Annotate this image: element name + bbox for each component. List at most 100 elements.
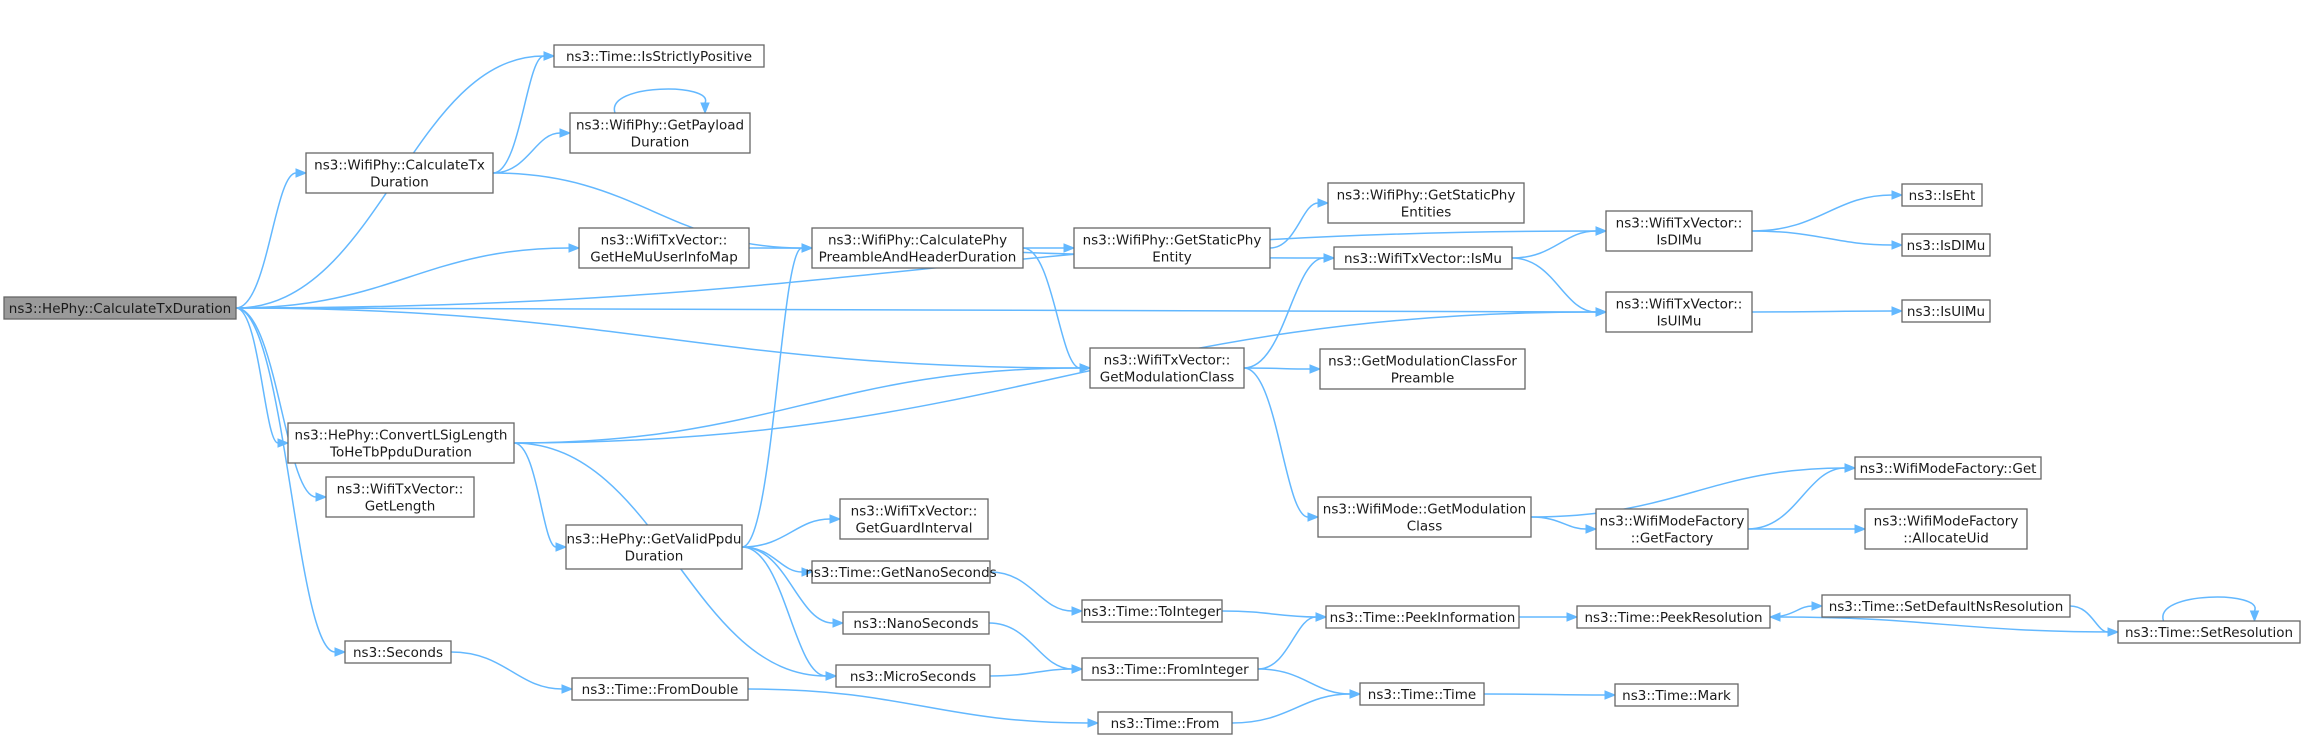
- node-label-line: GetModulationClass: [1100, 370, 1235, 386]
- node-get-guard[interactable]: ns3::WifiTxVector::GetGuardInterval: [839, 498, 989, 540]
- node-label-line: ns3::Time::IsStrictlyPositive: [566, 49, 752, 65]
- node-is-ul-mu[interactable]: ns3::IsUlMu: [1901, 299, 1991, 323]
- node-is-dl-mu-vec[interactable]: ns3::WifiTxVector::IsDlMu: [1605, 210, 1753, 252]
- node-box: [1317, 496, 1532, 538]
- node-is-strictly-positive[interactable]: ns3::Time::IsStrictlyPositive: [553, 44, 765, 68]
- edge-line: [741, 247, 803, 548]
- edge-arrowhead: [295, 168, 308, 178]
- node-box: [1319, 348, 1526, 390]
- edge-line: [1243, 367, 1309, 518]
- node-factory-alloc[interactable]: ns3::WifiModeFactory::AllocateUid: [1864, 508, 2028, 550]
- node-peek-info[interactable]: ns3::Time::PeekInformation: [1325, 605, 1520, 629]
- node-box: [1614, 683, 1739, 707]
- node-peek-res[interactable]: ns3::Time::PeekResolution: [1576, 605, 1771, 629]
- edge-line: [492, 172, 803, 249]
- node-is-ul-mu-vec[interactable]: ns3::WifiTxVector::IsUlMu: [1605, 291, 1753, 333]
- node-get-length[interactable]: ns3::WifiTxVector::GetLength: [325, 476, 475, 518]
- node-label-line: ns3::WifiTxVector::: [851, 504, 978, 520]
- node-box: [842, 611, 990, 635]
- edge-to-integer-to-peek-info: [1221, 610, 1328, 622]
- node-label-line: Duration: [625, 549, 684, 565]
- node-box: [1821, 594, 2071, 618]
- node-set-default-ns[interactable]: ns3::Time::SetDefaultNsResolution: [1821, 594, 2071, 618]
- node-microseconds[interactable]: ns3::MicroSeconds: [835, 664, 991, 688]
- node-label-line: IsUlMu: [1657, 314, 1702, 330]
- node-box: [3, 296, 237, 320]
- edge-calc-tx-he-to-calc-tx-wifi: [235, 168, 308, 309]
- node-calc-tx-he[interactable]: ns3::HePhy::CalculateTxDuration: [3, 296, 237, 320]
- edge-line: [235, 230, 1597, 309]
- edge-arrowhead: [1071, 664, 1084, 674]
- edge-mode-get-mod-class-to-factory-getfactory: [1530, 516, 1598, 534]
- node-is-mu[interactable]: ns3::WifiTxVector::IsMu: [1333, 246, 1513, 270]
- node-time-mark[interactable]: ns3::Time::Mark: [1614, 683, 1739, 707]
- edge-line: [513, 442, 557, 548]
- node-factory-get[interactable]: ns3::WifiModeFactory::Get: [1854, 456, 2042, 480]
- node-label-line: ::AllocateUid: [1903, 531, 1989, 547]
- edge-line: [1751, 310, 1893, 313]
- edge-get-valid-ppdu-to-get-nanoseconds: [741, 546, 814, 577]
- node-from-integer[interactable]: ns3::Time::FromInteger: [1081, 657, 1259, 681]
- edge-line: [513, 311, 1597, 444]
- node-label-line: ns3::MicroSeconds: [850, 669, 976, 685]
- node-label-line: ns3::HePhy::GetValidPpdu: [567, 532, 742, 548]
- node-nanoseconds[interactable]: ns3::NanoSeconds: [842, 611, 990, 635]
- node-label-line: ns3::IsUlMu: [1907, 304, 1985, 320]
- node-from-double[interactable]: ns3::Time::FromDouble: [571, 677, 749, 701]
- edge-is-mu-to-is-dl-mu-vec: [1511, 226, 1608, 259]
- node-box: [569, 112, 751, 154]
- edge-get-valid-ppdu-to-get-guard: [741, 514, 842, 548]
- edge-line: [235, 307, 279, 444]
- node-seconds[interactable]: ns3::Seconds: [344, 640, 452, 664]
- node-box: [1901, 299, 1991, 323]
- node-label-line: ns3::Time::FromInteger: [1091, 662, 1249, 678]
- node-label-line: PreambleAndHeaderDuration: [819, 250, 1017, 266]
- node-time-time[interactable]: ns3::Time::Time: [1359, 682, 1485, 706]
- node-time-from[interactable]: ns3::Time::From: [1097, 711, 1233, 735]
- node-box: [835, 664, 991, 688]
- node-get-nanoseconds[interactable]: ns3::Time::GetNanoSeconds: [805, 560, 997, 584]
- node-box: [1327, 182, 1525, 224]
- edge-line: [1530, 467, 1846, 518]
- edge-line: [235, 172, 297, 309]
- node-factory-getfactory[interactable]: ns3::WifiModeFactory::GetFactory: [1595, 508, 1749, 550]
- edge-factory-getfactory-to-factory-get: [1747, 463, 1857, 530]
- node-mode-get-mod-class[interactable]: ns3::WifiMode::GetModulationClass: [1317, 496, 1532, 538]
- node-get-mod-class[interactable]: ns3::WifiTxVector::GetModulationClass: [1089, 347, 1245, 389]
- node-is-dl-mu[interactable]: ns3::IsDlMu: [1901, 233, 1991, 257]
- node-label-line: ns3::Time::PeekResolution: [1584, 610, 1762, 626]
- node-convert-lsig[interactable]: ns3::HePhy::ConvertLSigLengthToHeTbPpduD…: [287, 422, 515, 464]
- edge-is-dl-mu-vec-to-is-dl-mu: [1751, 230, 1904, 250]
- node-set-res[interactable]: ns3::Time::SetResolution: [2117, 620, 2301, 644]
- node-is-eht[interactable]: ns3::IsEht: [1901, 183, 1983, 207]
- edge-line: [741, 518, 831, 548]
- node-box: [1097, 711, 1233, 735]
- node-label-line: ns3::GetModulationClassFor: [1328, 354, 1517, 370]
- edge-arrowhead: [555, 542, 568, 552]
- edge-line: [235, 307, 1597, 313]
- node-label-line: GetGuardInterval: [856, 521, 973, 537]
- edge-arrowhead: [1811, 601, 1824, 611]
- edge-get-mod-class-to-get-mod-class-pre: [1243, 364, 1322, 374]
- edge-line: [613, 88, 707, 114]
- node-calc-tx-wifi[interactable]: ns3::WifiPhy::CalculateTxDuration: [305, 152, 494, 194]
- node-label-line: ns3::Time::GetNanoSeconds: [805, 565, 996, 581]
- edge-from-double-to-time-from: [747, 688, 1100, 728]
- node-box: [1333, 246, 1513, 270]
- node-label-line: ns3::WifiTxVector::: [337, 482, 464, 498]
- edge-arrowhead: [568, 243, 581, 253]
- node-get-he-mu[interactable]: ns3::WifiTxVector::GetHeMuUserInfoMap: [578, 227, 750, 269]
- edge-is-ul-mu-vec-to-is-ul-mu: [1751, 306, 1904, 316]
- node-calc-preamble[interactable]: ns3::WifiPhy::CalculatePhyPreambleAndHea…: [811, 227, 1024, 269]
- edge-line: [747, 688, 1089, 724]
- node-label-line: ns3::HePhy::CalculateTxDuration: [9, 301, 231, 317]
- edge-arrowhead: [1079, 363, 1092, 373]
- node-label-line: Class: [1407, 519, 1443, 535]
- node-to-integer[interactable]: ns3::Time::ToInteger: [1081, 599, 1223, 623]
